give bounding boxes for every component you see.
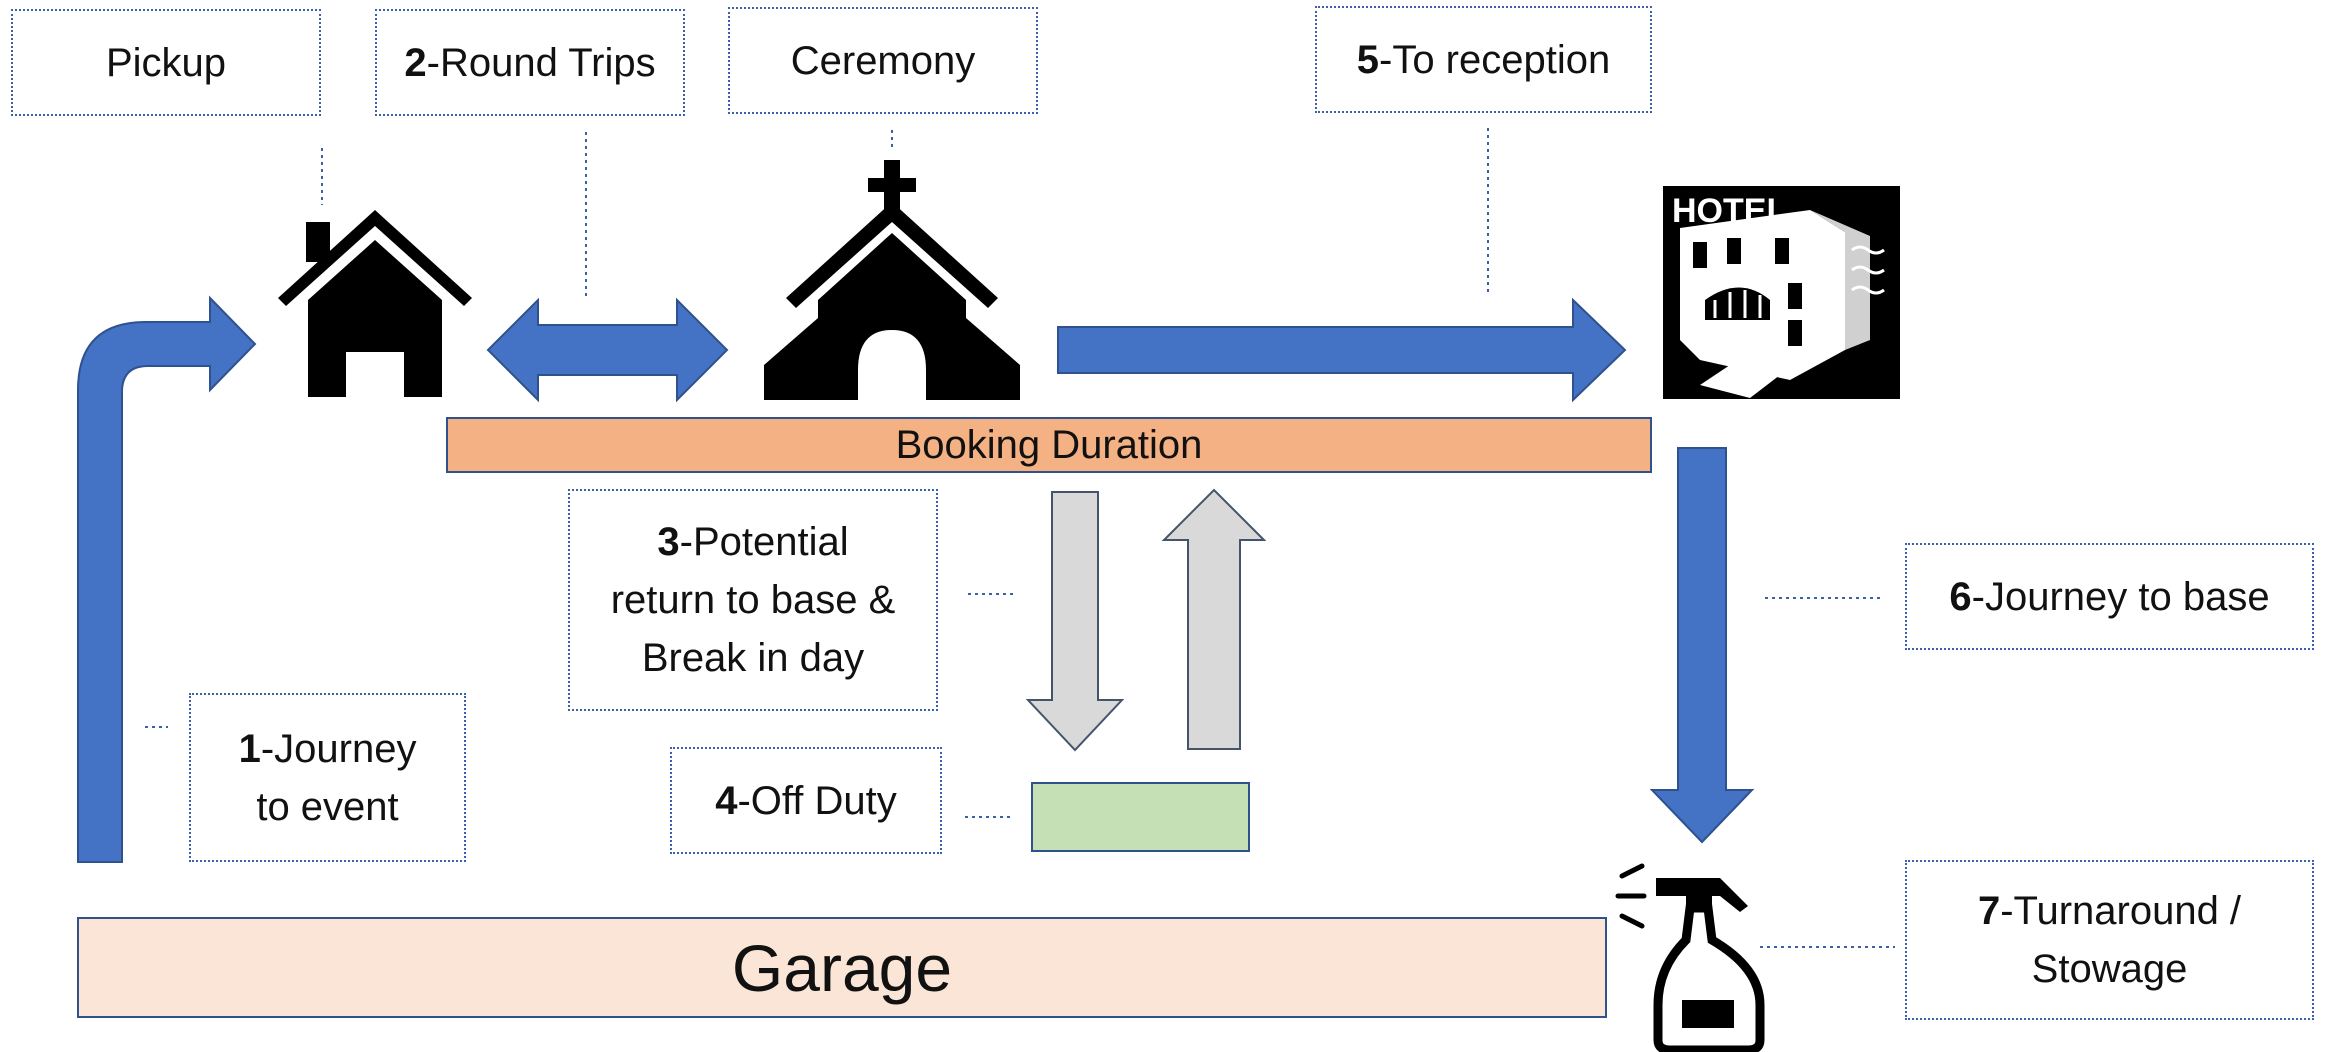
church-icon [764,160,1020,400]
booking-duration-bar: Booking Duration [446,417,1652,473]
pickup-label: Pickup [11,9,321,116]
garage-bar: Garage [77,917,1607,1018]
return-to-base-down-arrow [1025,491,1125,752]
svg-text:HOTEL: HOTEL [1672,192,1787,230]
return-to-event-up-arrow [1161,488,1267,750]
journey-to-event-label: 1-Journey to event [189,693,466,862]
journey-to-base-label: 6-Journey to base [1905,543,2314,650]
to-reception-label: 5-To reception [1315,6,1652,113]
off-duty-box [1031,782,1250,852]
off-duty-label: 4-Off Duty [670,747,942,854]
journey-to-event-arrow [77,295,257,863]
potential-return-label: 3-Potential return to base & Break in da… [568,489,938,711]
ceremony-label: Ceremony [728,7,1038,114]
house-icon [278,210,472,397]
spray-bottle-icon [1615,863,1765,1052]
round-trips-label: 2-Round Trips [375,9,685,116]
journey-to-base-arrow [1649,447,1755,844]
hotel-icon: HOTEL [1663,186,1900,399]
to-reception-arrow [1057,297,1627,403]
turnaround-label: 7-Turnaround / Stowage [1905,860,2314,1020]
round-trips-double-arrow [486,297,729,403]
